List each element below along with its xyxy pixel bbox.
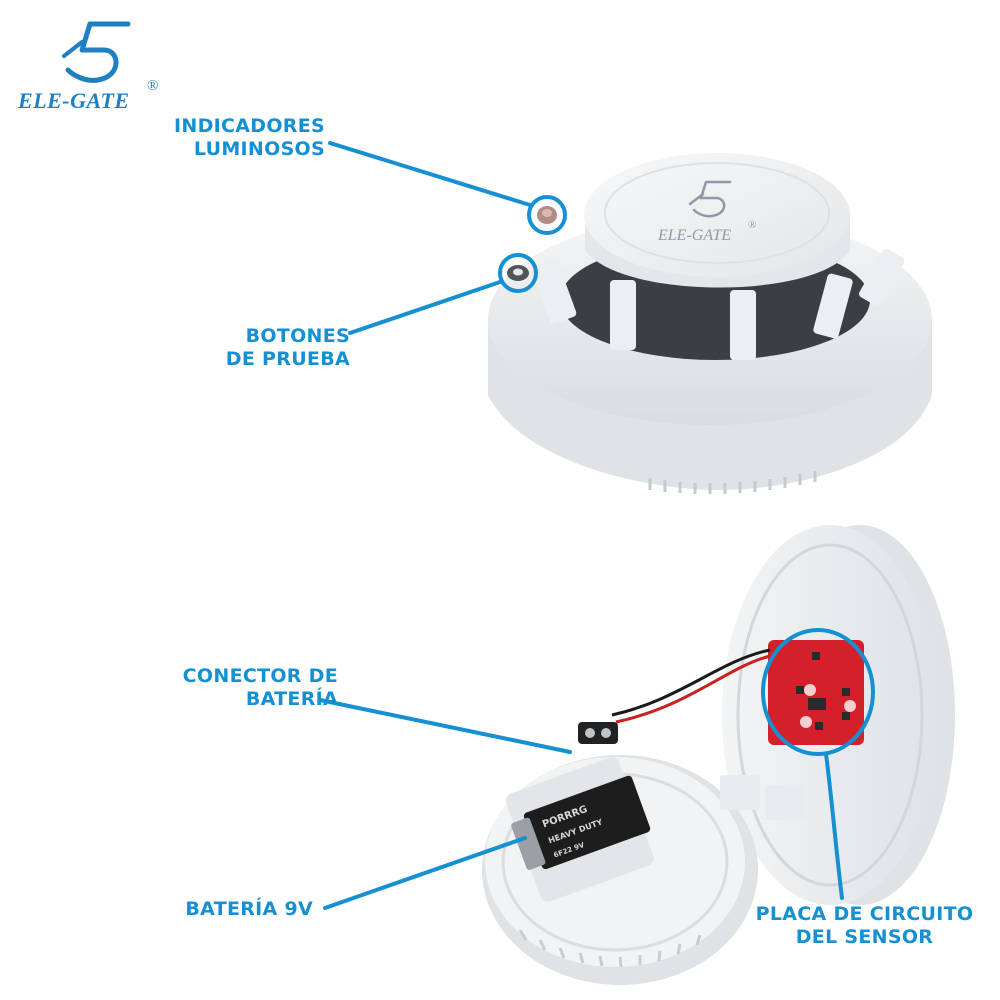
- brand-mark-icon: [62, 21, 131, 83]
- sensor-board-pointer: [824, 752, 844, 900]
- label-indicators-line1: INDICADORES: [174, 115, 325, 137]
- label-battery-line1: BATERÍA 9V: [185, 898, 313, 920]
- label-test-buttons-line1: BOTONES: [245, 325, 350, 347]
- label-test-buttons: BOTONES DE PRUEBA: [226, 325, 350, 371]
- label-battery-connector: CONECTOR DE BATERÍA: [183, 665, 338, 711]
- brand-logo: ELE-GATE ®: [12, 20, 172, 120]
- label-battery: BATERÍA 9V: [185, 898, 313, 921]
- smoke-detector-opened: PORRRG HEAVY DUTY 6F22 9V: [482, 525, 955, 985]
- label-sensor-board: PLACA DE CIRCUITO DEL SENSOR: [742, 903, 987, 949]
- brand-name: ELE-GATE: [18, 88, 130, 113]
- label-indicators: INDICADORES LUMINOSOS: [174, 115, 325, 161]
- battery-connector: [578, 722, 618, 744]
- sensor-board-highlight: [761, 628, 875, 756]
- sensor-circuit-board: [768, 640, 864, 745]
- indicators-highlight: [527, 195, 567, 235]
- test-buttons-highlight: [498, 253, 538, 293]
- registered-mark: ®: [147, 78, 159, 94]
- label-sensor-board-line1: PLACA DE CIRCUITO: [755, 903, 974, 925]
- lid-registered-mark: ®: [748, 219, 757, 231]
- lid-logo-icon: [688, 180, 732, 218]
- label-battery-connector-line1: CONECTOR DE: [182, 665, 338, 687]
- label-battery-connector-line2: BATERÍA: [245, 688, 338, 710]
- battery-pointer: [323, 836, 527, 910]
- label-test-buttons-line2: DE PRUEBA: [225, 348, 350, 370]
- indicators-pointer: [328, 141, 532, 207]
- label-sensor-board-line2: DEL SENSOR: [795, 926, 934, 948]
- smoke-detector-assembled: ELE-GATE ®: [488, 153, 932, 494]
- battery-9v: PORRRG HEAVY DUTY 6F22 9V: [511, 775, 651, 870]
- connector-pointer: [318, 698, 572, 754]
- callouts: [318, 141, 875, 910]
- lid-brand-text: ELE-GATE: [657, 227, 731, 244]
- label-indicators-line2: LUMINOSOS: [193, 138, 325, 160]
- test-buttons-pointer: [348, 280, 502, 335]
